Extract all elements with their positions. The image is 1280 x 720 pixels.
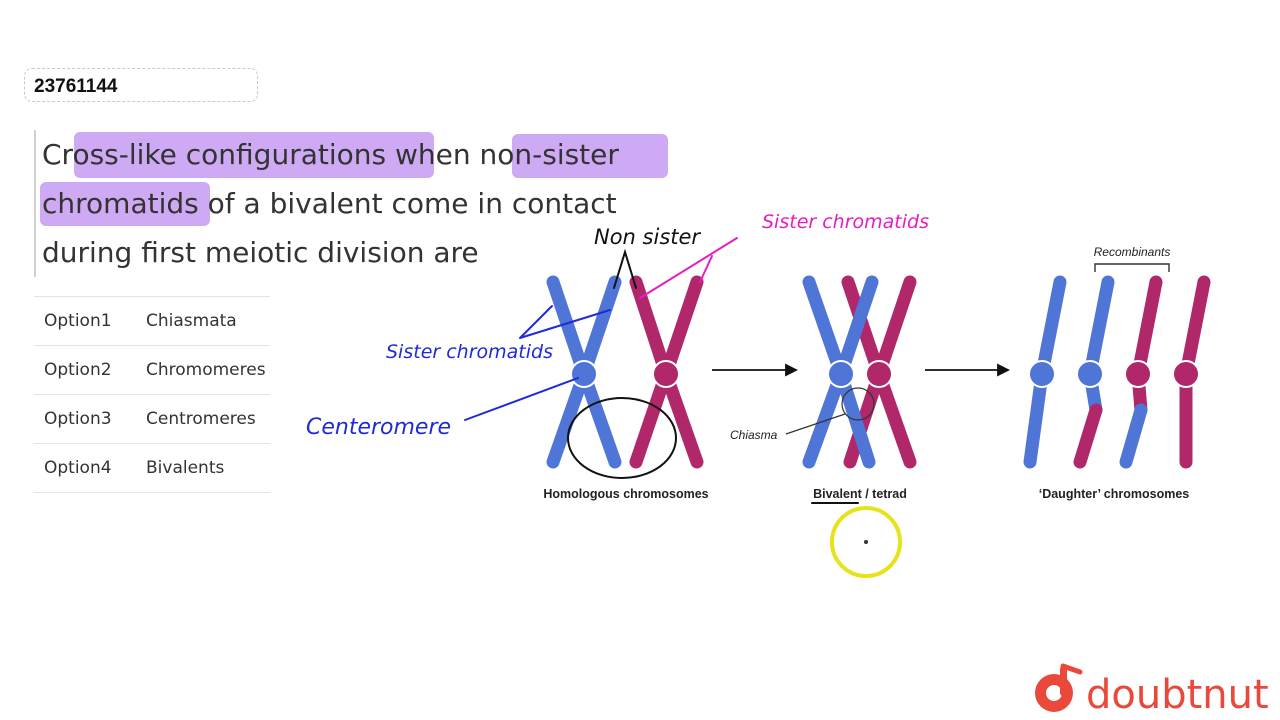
centromere <box>652 360 680 388</box>
question-text: Cross-like configurations when non-siste… <box>42 138 619 269</box>
chiasma-marker <box>841 387 875 421</box>
option-key: Option2 <box>34 345 136 395</box>
centromere <box>865 360 893 388</box>
ink-sister-blue: Sister chromatids <box>386 341 553 363</box>
question-id-box: 23761144 <box>24 68 258 102</box>
ink-pointer <box>613 248 637 289</box>
label-recombinants: Recombinants <box>1094 245 1171 259</box>
ink-non-sister: Non sister <box>594 225 701 249</box>
option-row[interactable]: Option2 Chromomeres <box>34 345 270 395</box>
logo-wordmark: doubtnut <box>1086 672 1269 718</box>
centromere <box>827 360 855 388</box>
ink-circle <box>567 397 677 479</box>
doubtnut-logo: doubtnut <box>1035 663 1269 718</box>
option-key: Option1 <box>34 296 136 346</box>
question-text-block: Cross-like configurations when non-siste… <box>34 130 668 277</box>
ink-pointer <box>464 377 579 421</box>
option-value: Centromeres <box>136 394 270 444</box>
cursor-highlight-icon <box>830 506 902 578</box>
cursor-dot-icon <box>864 540 868 544</box>
option-row[interactable]: Option3 Centromeres <box>34 394 270 444</box>
ink-sister-pink: Sister chromatids <box>762 211 929 233</box>
centromere <box>570 360 598 388</box>
centromere <box>1028 360 1056 388</box>
label-bivalent: Bivalent / tetrad <box>813 487 907 501</box>
highlight-mark <box>512 134 668 178</box>
options-table: Option1 Chiasmata Option2 Chromomeres Op… <box>34 296 270 493</box>
label-chiasma: Chiasma <box>730 428 778 442</box>
arrow-head <box>997 363 1011 377</box>
daughter-chromatid <box>1131 275 1163 417</box>
option-row[interactable]: Option4 Bivalents <box>34 443 270 493</box>
option-value: Chiasmata <box>136 296 270 346</box>
recombinants-bracket <box>1094 263 1170 272</box>
daughter-chromatid <box>1083 275 1115 417</box>
option-row[interactable]: Option1 Chiasmata <box>34 296 270 346</box>
daughter-chromatid <box>1073 403 1103 469</box>
centromere <box>1076 360 1104 388</box>
option-key: Option3 <box>34 394 136 444</box>
option-key: Option4 <box>34 443 136 493</box>
option-value: Chromomeres <box>136 345 270 395</box>
ink-centromere: Centeromere <box>306 415 451 440</box>
daughter-chromatid <box>1119 403 1148 469</box>
highlight-mark <box>74 132 434 178</box>
question-id: 23761144 <box>34 76 118 97</box>
option-value: Bivalents <box>136 443 270 493</box>
ink-pointer <box>639 237 738 299</box>
ink-pointer <box>519 305 611 339</box>
highlight-mark <box>40 182 210 226</box>
centromere <box>1172 360 1200 388</box>
label-homologous: Homologous chromosomes <box>543 487 708 501</box>
centromere <box>1124 360 1152 388</box>
label-daughter: ‘Daughter’ chromosomes <box>1039 487 1190 501</box>
chiasma-pointer <box>785 413 846 435</box>
arrow-head <box>785 363 799 377</box>
